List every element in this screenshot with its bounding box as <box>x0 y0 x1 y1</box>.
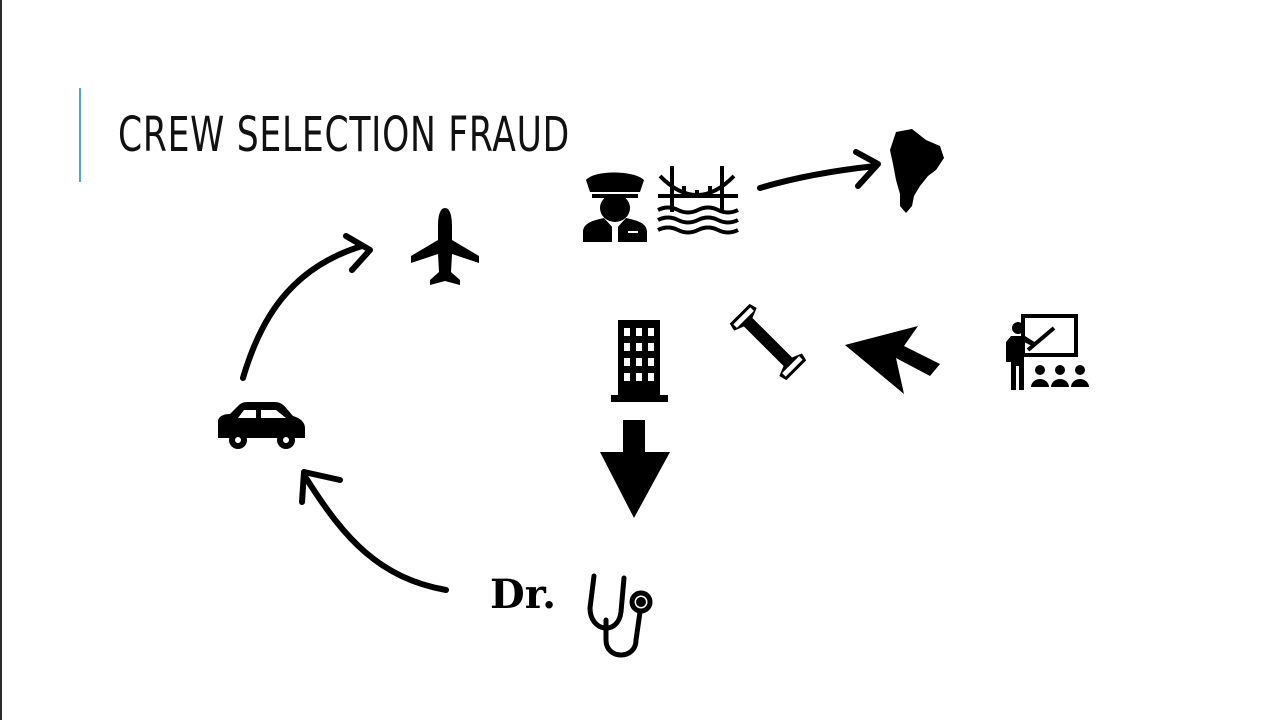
arrow-car-to-airplane <box>240 233 373 381</box>
doctor-label: Dr. <box>490 571 556 618</box>
bridge-icon <box>657 166 739 235</box>
car-icon <box>218 402 305 449</box>
title-accent-bar <box>79 88 81 182</box>
arrow-doctor-to-car <box>299 469 449 593</box>
slide-left-border <box>0 0 2 720</box>
slide-title: CREW SELECTION FRAUD <box>118 107 570 163</box>
south-america-icon <box>890 129 944 213</box>
arrow-bridge-to-south-america <box>757 149 881 191</box>
office-building-icon <box>611 320 668 402</box>
telephone-icon <box>729 303 807 381</box>
arrow-teacher-to-phone <box>845 326 940 394</box>
teacher-presentation-icon <box>1006 314 1089 390</box>
pilot-icon <box>583 172 647 242</box>
airplane-icon <box>411 208 479 285</box>
stethoscope-icon <box>587 573 653 658</box>
arrow-building-to-doctor <box>600 420 670 518</box>
